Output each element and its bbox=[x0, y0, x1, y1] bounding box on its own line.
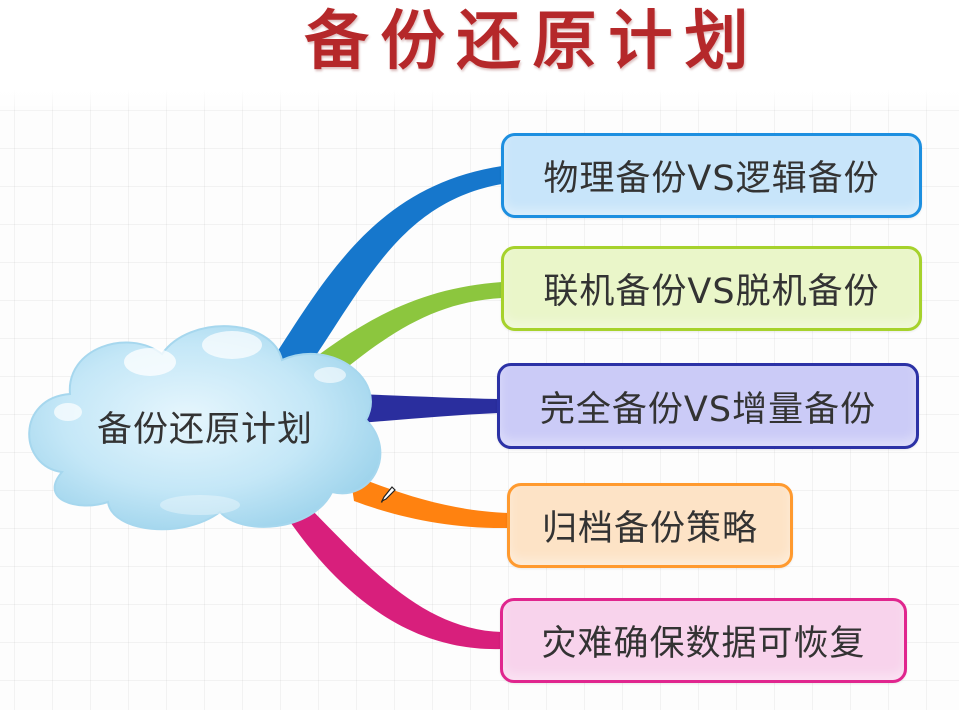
cloud-shape bbox=[28, 325, 382, 531]
branch-node-disaster-recovery[interactable]: 灾难确保数据可恢复 bbox=[500, 598, 907, 683]
center-node-label: 备份还原计划 bbox=[96, 410, 313, 450]
cloud-highlight bbox=[54, 403, 82, 421]
branch-node-archive-strategy[interactable]: 归档备份策略 bbox=[507, 483, 793, 568]
cloud-highlight bbox=[124, 348, 176, 376]
branch-node-online-vs-offline[interactable]: 联机备份VS脱机备份 bbox=[501, 246, 922, 331]
cloud-highlight bbox=[202, 331, 262, 359]
branch-node-label: 联机备份VS脱机备份 bbox=[543, 272, 880, 312]
branch-node-label: 完全备份VS增量备份 bbox=[539, 389, 877, 430]
branch-connector-physical-logical bbox=[272, 166, 502, 376]
branch-node-label: 物理备份VS逻辑备份 bbox=[543, 159, 880, 199]
branch-node-label: 归档备份策略 bbox=[541, 509, 758, 549]
title-background bbox=[0, 0, 959, 112]
branch-node-physical-vs-logical[interactable]: 物理备份VS逻辑备份 bbox=[501, 133, 922, 218]
pen-cursor-icon bbox=[380, 486, 396, 503]
branch-connector-archive bbox=[350, 474, 509, 529]
branch-connector-full-incremental bbox=[356, 394, 499, 423]
branch-node-full-vs-incremental[interactable]: 完全备份VS增量备份 bbox=[497, 363, 919, 449]
cloud-highlight bbox=[314, 367, 346, 383]
page-title: 备份还原计划 bbox=[304, 5, 761, 79]
branch-connector-online-offline bbox=[296, 282, 502, 388]
branch-node-label: 灾难确保数据可恢复 bbox=[541, 624, 866, 664]
cloud-highlight bbox=[160, 495, 240, 515]
